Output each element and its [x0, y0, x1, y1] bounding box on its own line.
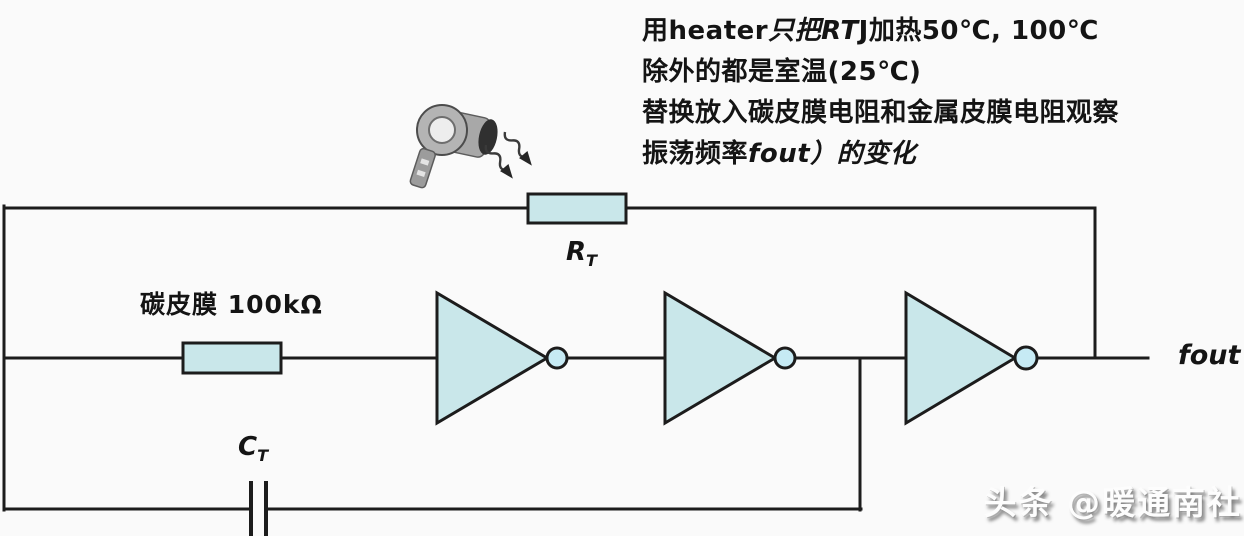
inverter-2-bubble	[773, 346, 797, 370]
annotation-line-1: 用heater只把RTJ加热50℃, 100℃	[642, 11, 1119, 52]
annotation-text: 用heater只把RTJ加热50℃, 100℃ 除外的都是室温(25℃) 替换放…	[642, 11, 1119, 175]
inverter-2-triangle	[663, 290, 778, 426]
annotation-line4-normal: 振荡频率	[642, 139, 749, 169]
input-resistor-body	[181, 341, 283, 375]
capacitor-label-main: C	[238, 432, 258, 462]
annotation-line-3: 替换放入碳皮膜电阻和金属皮膜电阻观察	[642, 98, 1120, 128]
feedback-resistor-body	[526, 192, 628, 225]
annotation-line1-italic: 只把RT	[768, 16, 859, 46]
capacitor-label-sub: T	[257, 446, 269, 466]
feedback-resistor-label: RT	[566, 237, 597, 270]
annotation-line1-rest: J加热50℃, 100℃	[858, 16, 1099, 46]
inverter-3-bubble	[1013, 345, 1039, 371]
inverter-1-bubble	[545, 346, 569, 370]
feedback-resistor-label-sub: T	[586, 251, 598, 271]
watermark: 头条 @暖通南社	[983, 483, 1242, 522]
annotation-line-2: 除外的都是室温(25℃)	[642, 57, 922, 87]
capacitor-label: CT	[238, 432, 268, 465]
inverter-1-triangle	[435, 290, 550, 426]
annotation-line-4: 振荡频率fout）的变化	[642, 134, 1119, 175]
annotation-line4-italic: fout）的变化	[748, 139, 917, 169]
hair-dryer-icon	[409, 104, 498, 189]
heat-arrows-icon	[484, 131, 532, 179]
feedback-resistor-label-main: R	[566, 237, 587, 267]
output-frequency-label: fout	[1178, 340, 1241, 371]
inverter-3-triangle	[904, 290, 1018, 426]
annotation-line1-normal: 用heater	[642, 16, 769, 46]
input-resistor-label: 碳皮膜 100kΩ	[140, 290, 323, 319]
